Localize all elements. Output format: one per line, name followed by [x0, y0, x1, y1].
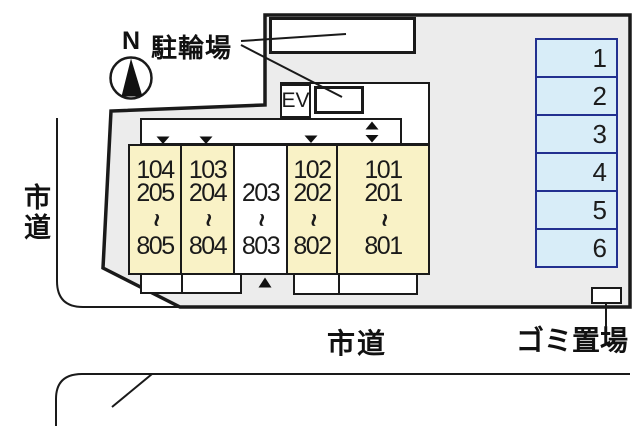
- balcony-cell: [181, 273, 242, 294]
- room-number: 203: [241, 179, 281, 207]
- unit-stack-104: 104 205 ~ 805: [128, 144, 182, 275]
- parking-space: 4: [535, 152, 618, 192]
- parking-number: 1: [592, 42, 607, 73]
- room-number: 803: [241, 232, 281, 260]
- parking-number: 2: [592, 80, 607, 111]
- range-tilde: ~: [186, 212, 230, 228]
- unit-stack-203: 203 ~ 803: [233, 144, 288, 275]
- parking-lot: 1 2 3 4 5 6: [535, 38, 618, 268]
- room-number: 101: [364, 156, 403, 184]
- elevator-label: EV: [281, 89, 310, 112]
- room-number: 801: [364, 232, 403, 260]
- parking-space: 3: [535, 114, 618, 154]
- balcony-cell: [293, 273, 340, 295]
- range-tilde: ~: [134, 212, 178, 228]
- unit-stack-102: 102 202 ~ 802: [286, 144, 338, 275]
- road-label-bottom: 市道: [327, 328, 388, 359]
- room-number: 102: [293, 156, 332, 184]
- north-label: N: [121, 27, 141, 55]
- range-tilde: ~: [239, 212, 283, 228]
- parking-number: 5: [592, 194, 607, 225]
- room-number: 805: [136, 232, 175, 260]
- unit-row: 104 205 ~ 805 103 204 ~ 804 203 ~ 803 10…: [128, 144, 430, 275]
- parking-space: 5: [535, 190, 618, 230]
- range-tilde: ~: [362, 212, 406, 228]
- parking-space: 6: [535, 228, 618, 268]
- room-number: 201: [364, 179, 403, 207]
- room-number: 802: [293, 232, 332, 260]
- room-number: 202: [293, 179, 332, 207]
- balcony-cell: [338, 273, 418, 295]
- bike-parking-area-1: [269, 17, 416, 54]
- range-tilde: ~: [291, 212, 335, 228]
- room-number: 204: [188, 179, 228, 207]
- road-corner-cut-line: [111, 373, 153, 408]
- room-number: 804: [188, 232, 228, 260]
- garbage-label: ゴミ置場: [516, 325, 629, 356]
- unit-stack-101: 101 201 ~ 801: [336, 144, 430, 275]
- road-edge-bottom: [55, 373, 630, 426]
- balcony-cell: [140, 273, 183, 294]
- bike-parking-label: 駐輪場: [151, 33, 233, 63]
- parking-space: 2: [535, 76, 618, 116]
- corridor: [140, 118, 402, 145]
- room-number: 103: [188, 156, 228, 184]
- parking-number: 3: [592, 118, 607, 149]
- parking-space: 1: [535, 38, 618, 78]
- garbage-box: [591, 287, 622, 304]
- road-edge-left: [56, 118, 178, 308]
- room-number: 104: [136, 156, 175, 184]
- road-label-left: 市道: [20, 183, 50, 243]
- room-number: 205: [136, 179, 175, 207]
- parking-number: 6: [592, 232, 607, 263]
- bike-parking-area-2: [314, 86, 364, 114]
- elevator-box: EV: [280, 84, 311, 118]
- unit-stack-103: 103 204 ~ 804: [180, 144, 235, 275]
- parking-number: 4: [592, 156, 607, 187]
